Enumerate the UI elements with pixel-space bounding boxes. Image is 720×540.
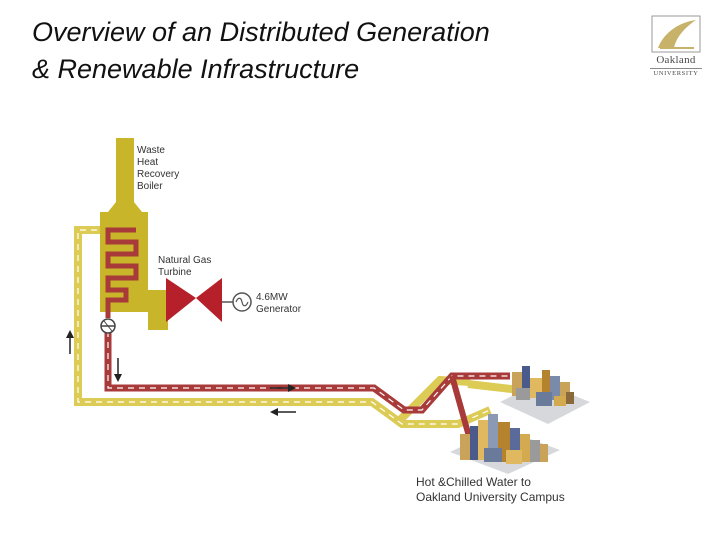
flow-arrow-left-icon bbox=[270, 408, 296, 416]
gas-turbine bbox=[166, 278, 234, 322]
logo-word-university: UNIVERSITY bbox=[650, 68, 702, 77]
campus-buildings-upper bbox=[500, 366, 590, 424]
boiler-label-line-2: Heat bbox=[137, 157, 159, 168]
logo-word-oakland: Oakland bbox=[656, 54, 696, 66]
generator-label-line-2: Generator bbox=[256, 304, 302, 315]
turbine-label-line-1: Natural Gas bbox=[158, 255, 212, 266]
slide-title: Overview of an Distributed Generation & … bbox=[32, 14, 632, 88]
heat-exchanger-coil bbox=[105, 227, 139, 318]
campus-label: Hot &Chilled Water to Oakland University… bbox=[416, 475, 616, 505]
supply-pipe bbox=[104, 320, 510, 414]
turbine-label: Natural Gas Turbine bbox=[158, 255, 228, 279]
campus-label-line-1: Hot &Chilled Water to bbox=[416, 475, 531, 489]
campus-label-line-2: Oakland University Campus bbox=[416, 490, 565, 504]
flow-arrow-right-icon bbox=[270, 384, 296, 392]
generator-label-line-1: 4.6MW bbox=[256, 292, 288, 303]
campus-buildings-lower bbox=[450, 414, 560, 474]
boiler-label-line-1: Waste bbox=[137, 145, 165, 156]
turbine-label-line-2: Turbine bbox=[158, 267, 192, 278]
boiler-label-line-4: Boiler bbox=[137, 181, 163, 192]
sail-icon bbox=[651, 15, 701, 53]
generator-label: 4.6MW Generator bbox=[256, 292, 316, 316]
title-line-2: & Renewable Infrastructure bbox=[32, 54, 360, 84]
boiler-label-line-3: Recovery bbox=[137, 169, 180, 180]
title-line-1: Overview of an Distributed Generation bbox=[32, 17, 490, 47]
flow-arrow-up-icon bbox=[66, 330, 74, 354]
boiler-label: Waste Heat Recovery Boiler bbox=[137, 145, 197, 193]
flow-arrow-down-icon bbox=[114, 358, 122, 382]
generator-symbol-icon bbox=[232, 292, 252, 312]
pump-icon bbox=[100, 318, 116, 334]
oakland-university-logo: Oakland UNIVERSITY bbox=[650, 14, 702, 80]
